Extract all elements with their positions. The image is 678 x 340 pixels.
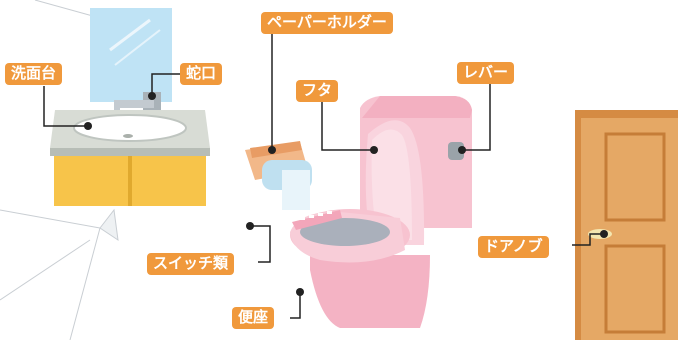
toilet — [290, 96, 472, 328]
mirror — [90, 8, 172, 102]
vanity-cabinet — [50, 110, 210, 206]
leader-lines — [43, 28, 604, 319]
leader-dots — [84, 92, 608, 296]
label-sink: 洗面台 — [5, 63, 63, 85]
background-lines — [0, 0, 119, 340]
label-lever: レバー — [457, 62, 515, 84]
label-paper-holder: ペーパーホルダー — [261, 12, 393, 34]
label-switches: スイッチ類 — [147, 253, 235, 275]
label-seat: 便座 — [232, 307, 275, 329]
door — [575, 110, 678, 340]
faucet — [114, 92, 161, 114]
label-door-knob: ドアノブ — [478, 236, 549, 258]
label-faucet: 蛇口 — [180, 63, 223, 85]
label-lid: フタ — [296, 80, 339, 102]
paper-holder — [245, 141, 312, 210]
